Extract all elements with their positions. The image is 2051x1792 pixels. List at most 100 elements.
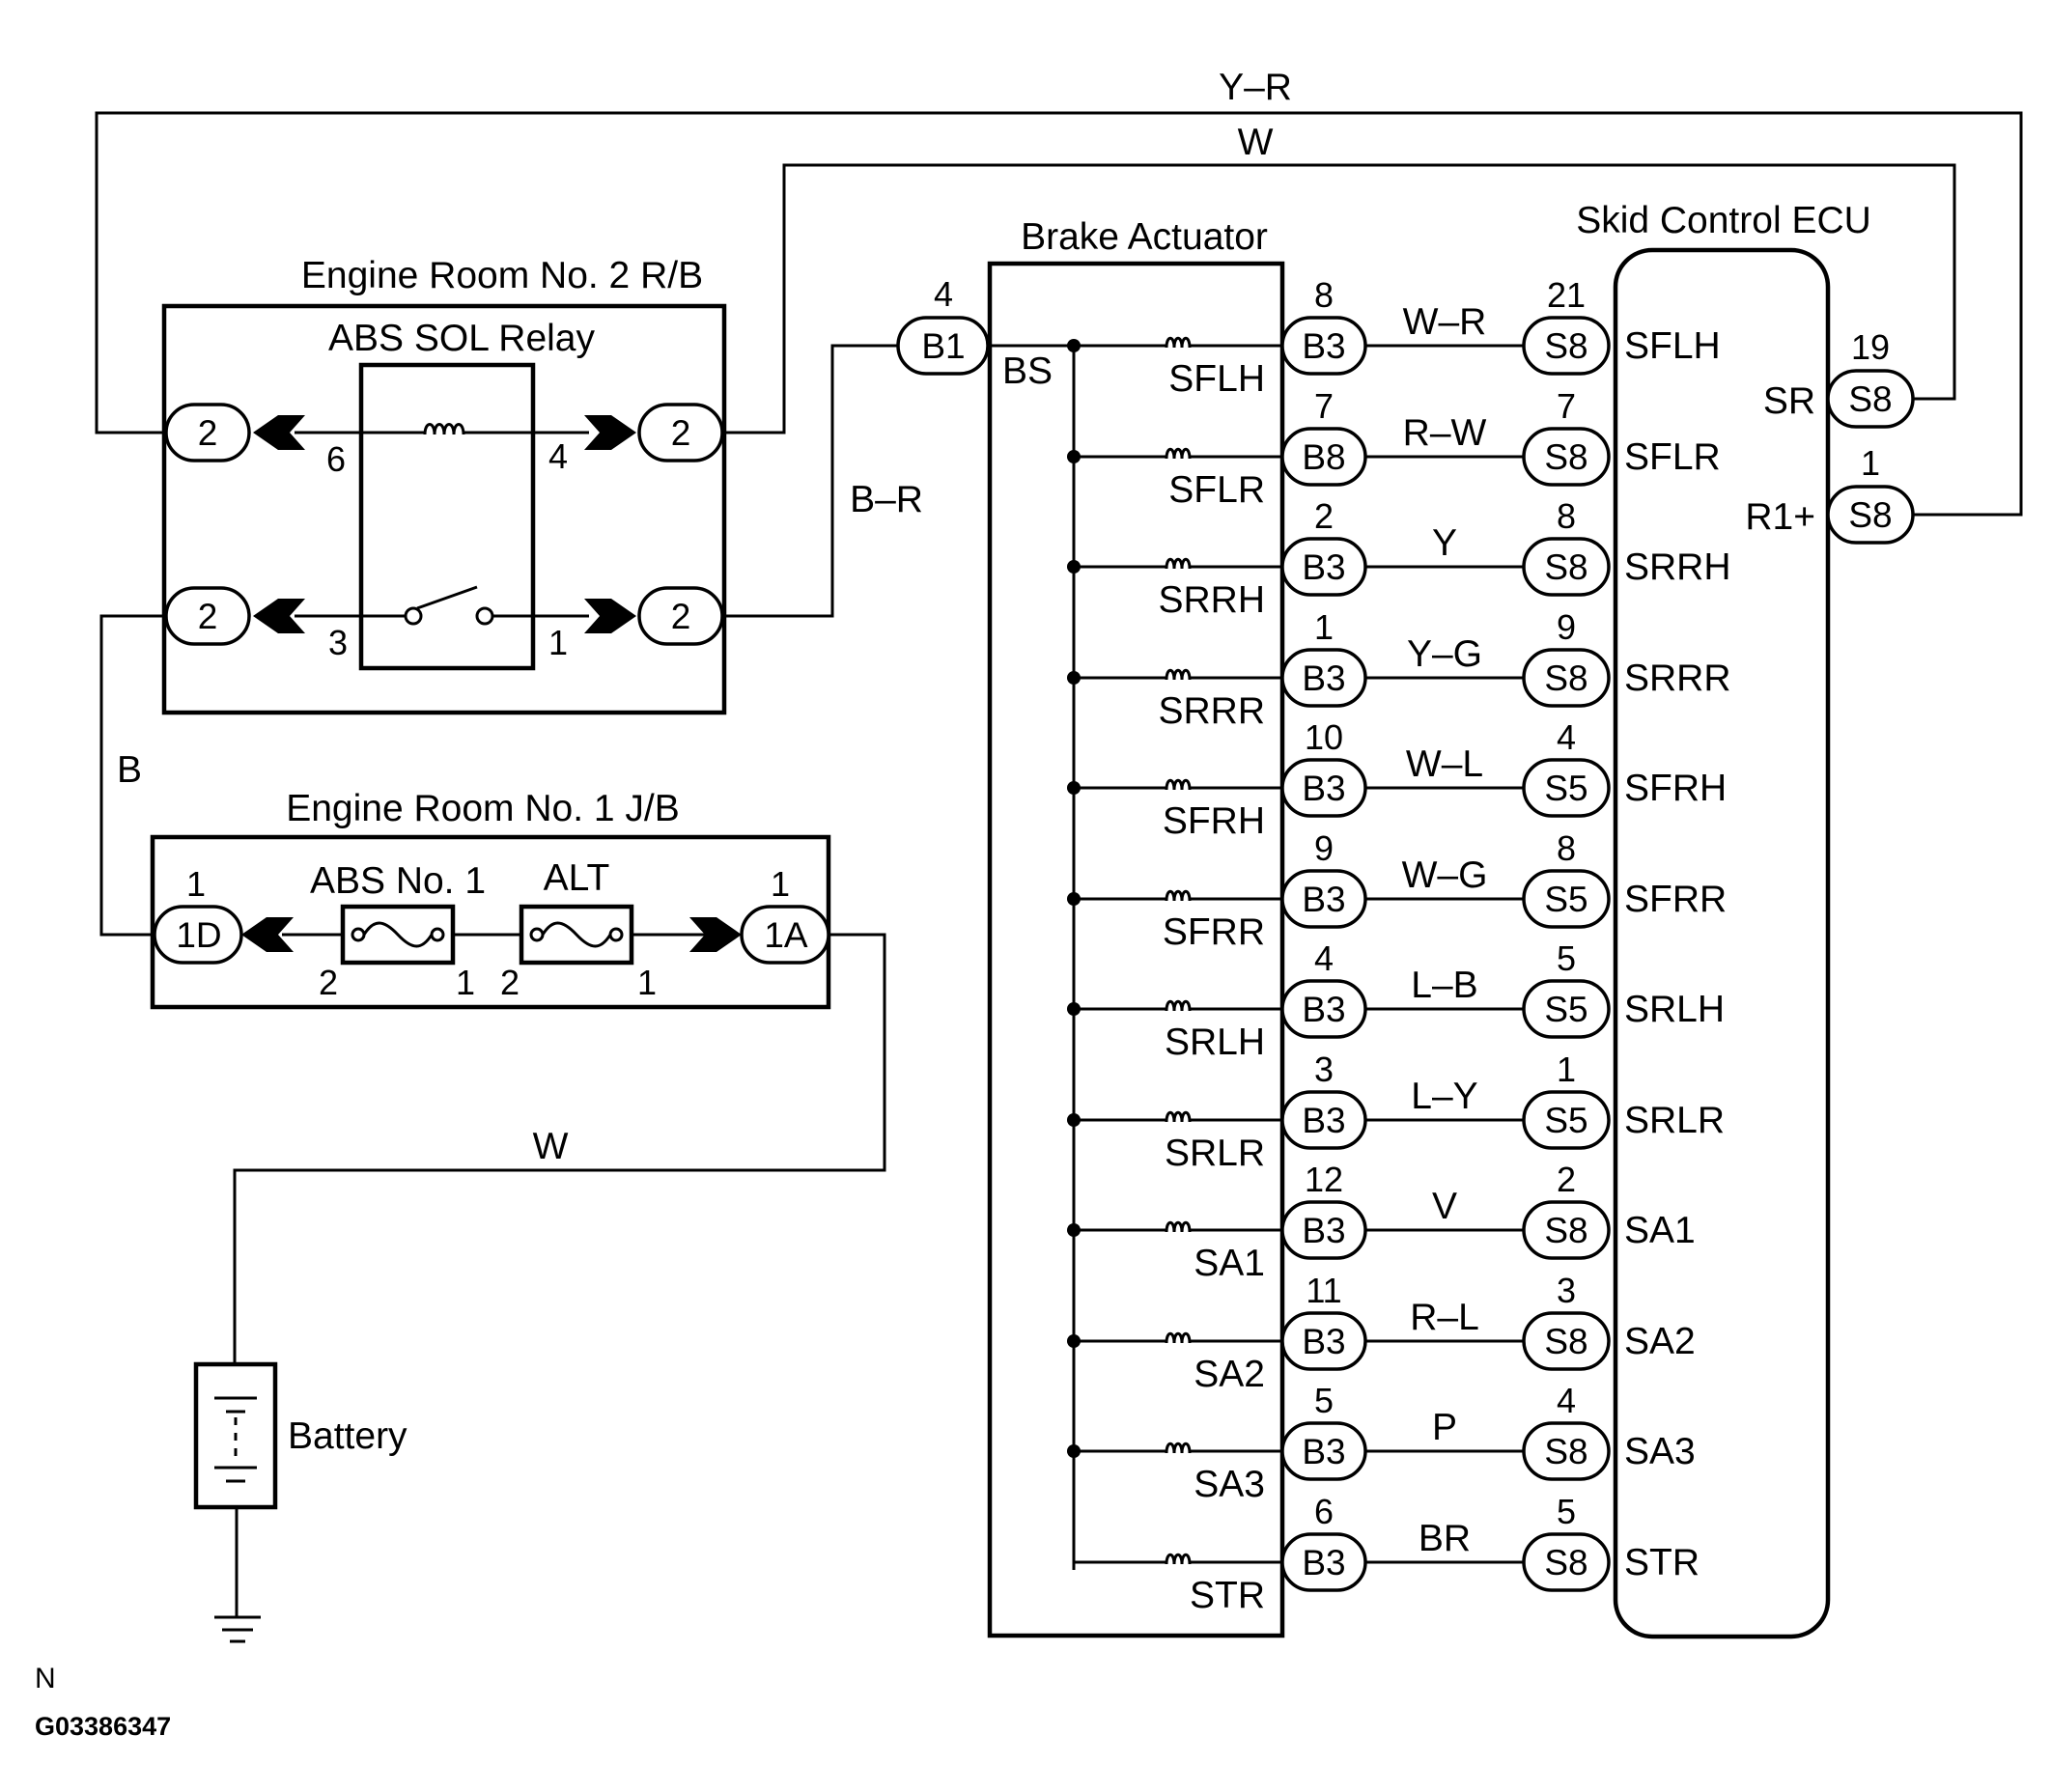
jb-pin-1a: 1: [771, 864, 790, 904]
solenoid-label-srrr: SRRR: [1158, 690, 1265, 732]
ecu-connector-srlr: [1522, 1090, 1611, 1150]
actuator-pin-srrh: 2: [1314, 496, 1334, 536]
wire-w-top: [722, 163, 1956, 434]
relay-pin-4: 4: [548, 436, 568, 476]
solenoid-label-sflh: SFLH: [1168, 358, 1265, 400]
fuse-alt-label: ALT: [544, 857, 610, 899]
ecu-connector-sa1: [1522, 1200, 1611, 1260]
actuator-pin-b1: 4: [934, 274, 953, 314]
terminal-arrow-1: [584, 599, 636, 633]
actuator-pin-srlh: 4: [1314, 938, 1334, 978]
ecu-r1-pin: 1: [1861, 443, 1880, 483]
actuator-connector-label-sa2: B3: [1302, 1322, 1345, 1361]
junction-dot-sa1: [1067, 1223, 1081, 1237]
ecu-connector-label-sfrr: S5: [1544, 880, 1587, 919]
junction-dot-sfrh: [1067, 781, 1081, 795]
wire-w-battery: [233, 933, 886, 1366]
actuator-pin-sfrh: 10: [1305, 717, 1343, 757]
junction-dot-srrh: [1067, 560, 1081, 574]
junction-dot-sfrr: [1067, 892, 1081, 906]
rb-connector-top-right: 2: [637, 403, 724, 462]
wire-color-sfrh: W–L: [1406, 743, 1483, 785]
wire-label-b-r: B–R: [850, 479, 923, 520]
ground-icon: [214, 1615, 261, 1643]
ecu-connector-label-srlr: S5: [1544, 1101, 1587, 1140]
junction-dot-sflr: [1067, 450, 1081, 463]
svg-text:2: 2: [671, 597, 691, 636]
wire-color-sa2: R–L: [1410, 1297, 1479, 1338]
ecu-pin-sfrh: 4: [1557, 717, 1576, 757]
wire-color-sfrr: W–G: [1402, 854, 1488, 896]
actuator-pin-srrr: 1: [1314, 607, 1334, 647]
wire-label-w-battery: W: [533, 1126, 569, 1167]
actuator-pin-sa1: 12: [1305, 1160, 1343, 1199]
brake-actuator-box: [987, 261, 1285, 1638]
actuator-pin-sflh: 8: [1314, 275, 1334, 315]
terminal-arrow-1a: [689, 917, 742, 952]
terminal-arrow-1d: [241, 917, 294, 952]
actuator-title: Brake Actuator: [1021, 216, 1268, 258]
ecu-pin-sflh: 21: [1547, 275, 1586, 315]
ecu-signal-srlr: SRLR: [1624, 1100, 1725, 1141]
relay-title: ABS SOL Relay: [328, 318, 596, 359]
actuator-connector-label-srrh: B3: [1302, 547, 1345, 587]
ecu-title: Skid Control ECU: [1576, 200, 1871, 241]
solenoid-coil-srrr: [1165, 668, 1192, 681]
rb-connector-bottom-left: 2: [164, 586, 251, 646]
actuator-connector-label-str: B3: [1302, 1543, 1345, 1582]
relay-switch-contact-left: [404, 606, 423, 626]
wire-label-y-r: Y–R: [1219, 67, 1292, 108]
fuse-abs-no1: [340, 904, 456, 966]
ecu-signal-sfrr: SFRR: [1624, 879, 1727, 920]
ecu-connector-sa2: [1522, 1311, 1611, 1371]
svg-text:2: 2: [671, 413, 691, 453]
svg-text:2: 2: [198, 413, 218, 453]
jb-connector-1a: 1A: [740, 905, 830, 965]
wire-y-r: [95, 111, 2023, 517]
fuse-alt-pin-1: 1: [637, 963, 657, 1002]
junction-dot-srlr: [1067, 1113, 1081, 1127]
ecu-connector-label-sa1: S8: [1544, 1211, 1587, 1250]
actuator-pin-sa2: 11: [1306, 1271, 1341, 1310]
ecu-signal-str: STR: [1624, 1542, 1700, 1583]
actuator-connector-b1: B1: [896, 316, 990, 376]
ecu-connector-str: [1522, 1532, 1611, 1592]
actuator-connector-label-srlh: B3: [1302, 990, 1345, 1029]
fuse-alt-pin-2: 2: [500, 963, 520, 1002]
wire-color-srrh: Y: [1432, 522, 1457, 564]
fuse-abs-no1-label: ABS No. 1: [310, 860, 486, 902]
actuator-pin-sfrr: 9: [1314, 828, 1334, 868]
ecu-signal-srlh: SRLH: [1624, 989, 1725, 1030]
solenoid-coil-sa1: [1165, 1220, 1192, 1233]
ecu-r1-label: R1+: [1745, 496, 1815, 538]
ecu-connector-sflh: [1522, 316, 1611, 376]
jb-connector-1d: 1D: [153, 905, 243, 965]
actuator-bs-label: BS: [1002, 350, 1053, 392]
solenoid-coil-sa3: [1165, 1442, 1192, 1454]
junction-dot-srrr: [1067, 671, 1081, 685]
svg-text:2: 2: [198, 597, 218, 636]
wire-color-srrr: Y–G: [1407, 633, 1482, 675]
terminal-arrow-4: [584, 415, 636, 450]
ecu-connector-label-sflh: S8: [1544, 326, 1587, 366]
actuator-connector-label-srlr: B3: [1302, 1101, 1345, 1140]
figure-id: G03386347: [35, 1712, 171, 1741]
solenoid-coil-sfrh: [1165, 778, 1192, 791]
actuator-connector-label-sa1: B3: [1302, 1211, 1345, 1250]
wire-color-srlh: L–B: [1411, 965, 1477, 1006]
relay-pin-1: 1: [548, 623, 568, 662]
actuator-connector-label-sflh: B3: [1302, 326, 1345, 366]
ecu-pin-srlh: 5: [1557, 938, 1576, 978]
ecu-signal-sfrh: SFRH: [1624, 768, 1727, 809]
ecu-pin-sa2: 3: [1557, 1271, 1576, 1310]
solenoid-coil-sfrr: [1165, 889, 1192, 902]
junction-dot-sa2: [1067, 1334, 1081, 1348]
wire-color-sa1: V: [1432, 1186, 1457, 1227]
